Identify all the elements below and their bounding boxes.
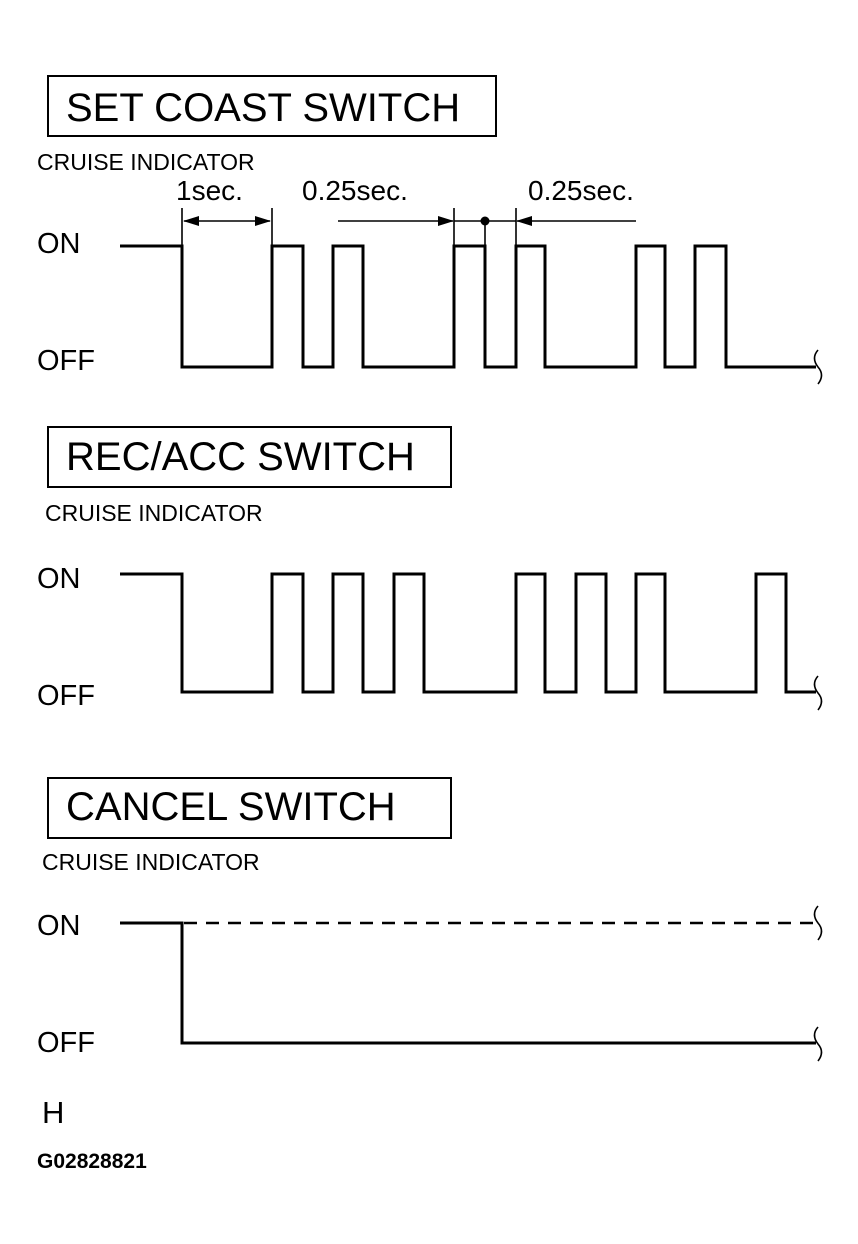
interval-1sec-label: 1sec. bbox=[176, 175, 243, 206]
set-coast-panel: SET COAST SWITCH CRUISE INDICATOR ON OFF… bbox=[37, 75, 823, 385]
figure-code: G02828821 bbox=[37, 1150, 147, 1173]
rec-acc-title: REC/ACC SWITCH bbox=[66, 435, 415, 479]
set-coast-break-mark bbox=[813, 349, 823, 385]
cancel-off-label: OFF bbox=[37, 1027, 95, 1059]
cancel-break-mark-off bbox=[813, 1026, 823, 1062]
set-coast-off-label: OFF bbox=[37, 345, 95, 377]
cancel-subtitle: CRUISE INDICATOR bbox=[42, 849, 260, 875]
set-coast-waveform bbox=[120, 244, 816, 369]
cancel-title: CANCEL SWITCH bbox=[66, 785, 396, 829]
rec-acc-break-mark bbox=[813, 675, 823, 711]
cancel-title-box bbox=[47, 777, 452, 839]
rec-acc-waveform bbox=[120, 572, 816, 694]
set-coast-on-label: ON bbox=[37, 228, 81, 260]
cancel-waveform bbox=[120, 921, 816, 1045]
cancel-panel: CANCEL SWITCH CRUISE INDICATOR ON OFF bbox=[37, 777, 823, 1062]
rec-acc-panel: REC/ACC SWITCH CRUISE INDICATOR ON OFF bbox=[37, 426, 823, 712]
rec-acc-on-label: ON bbox=[37, 563, 81, 595]
figure-letter: H bbox=[42, 1095, 64, 1130]
cancel-on-label: ON bbox=[37, 910, 81, 942]
rec-acc-subtitle: CRUISE INDICATOR bbox=[45, 500, 263, 526]
set-coast-title: SET COAST SWITCH bbox=[66, 86, 460, 130]
set-coast-title-box bbox=[47, 75, 497, 137]
set-coast-subtitle: CRUISE INDICATOR bbox=[37, 149, 255, 175]
interval-025sec-label-2: 0.25sec. bbox=[528, 175, 634, 206]
cancel-break-mark-on bbox=[813, 905, 823, 941]
rec-acc-off-label: OFF bbox=[37, 680, 95, 712]
interval-025sec-label-1: 0.25sec. bbox=[302, 175, 408, 206]
rec-acc-title-box bbox=[47, 426, 452, 488]
